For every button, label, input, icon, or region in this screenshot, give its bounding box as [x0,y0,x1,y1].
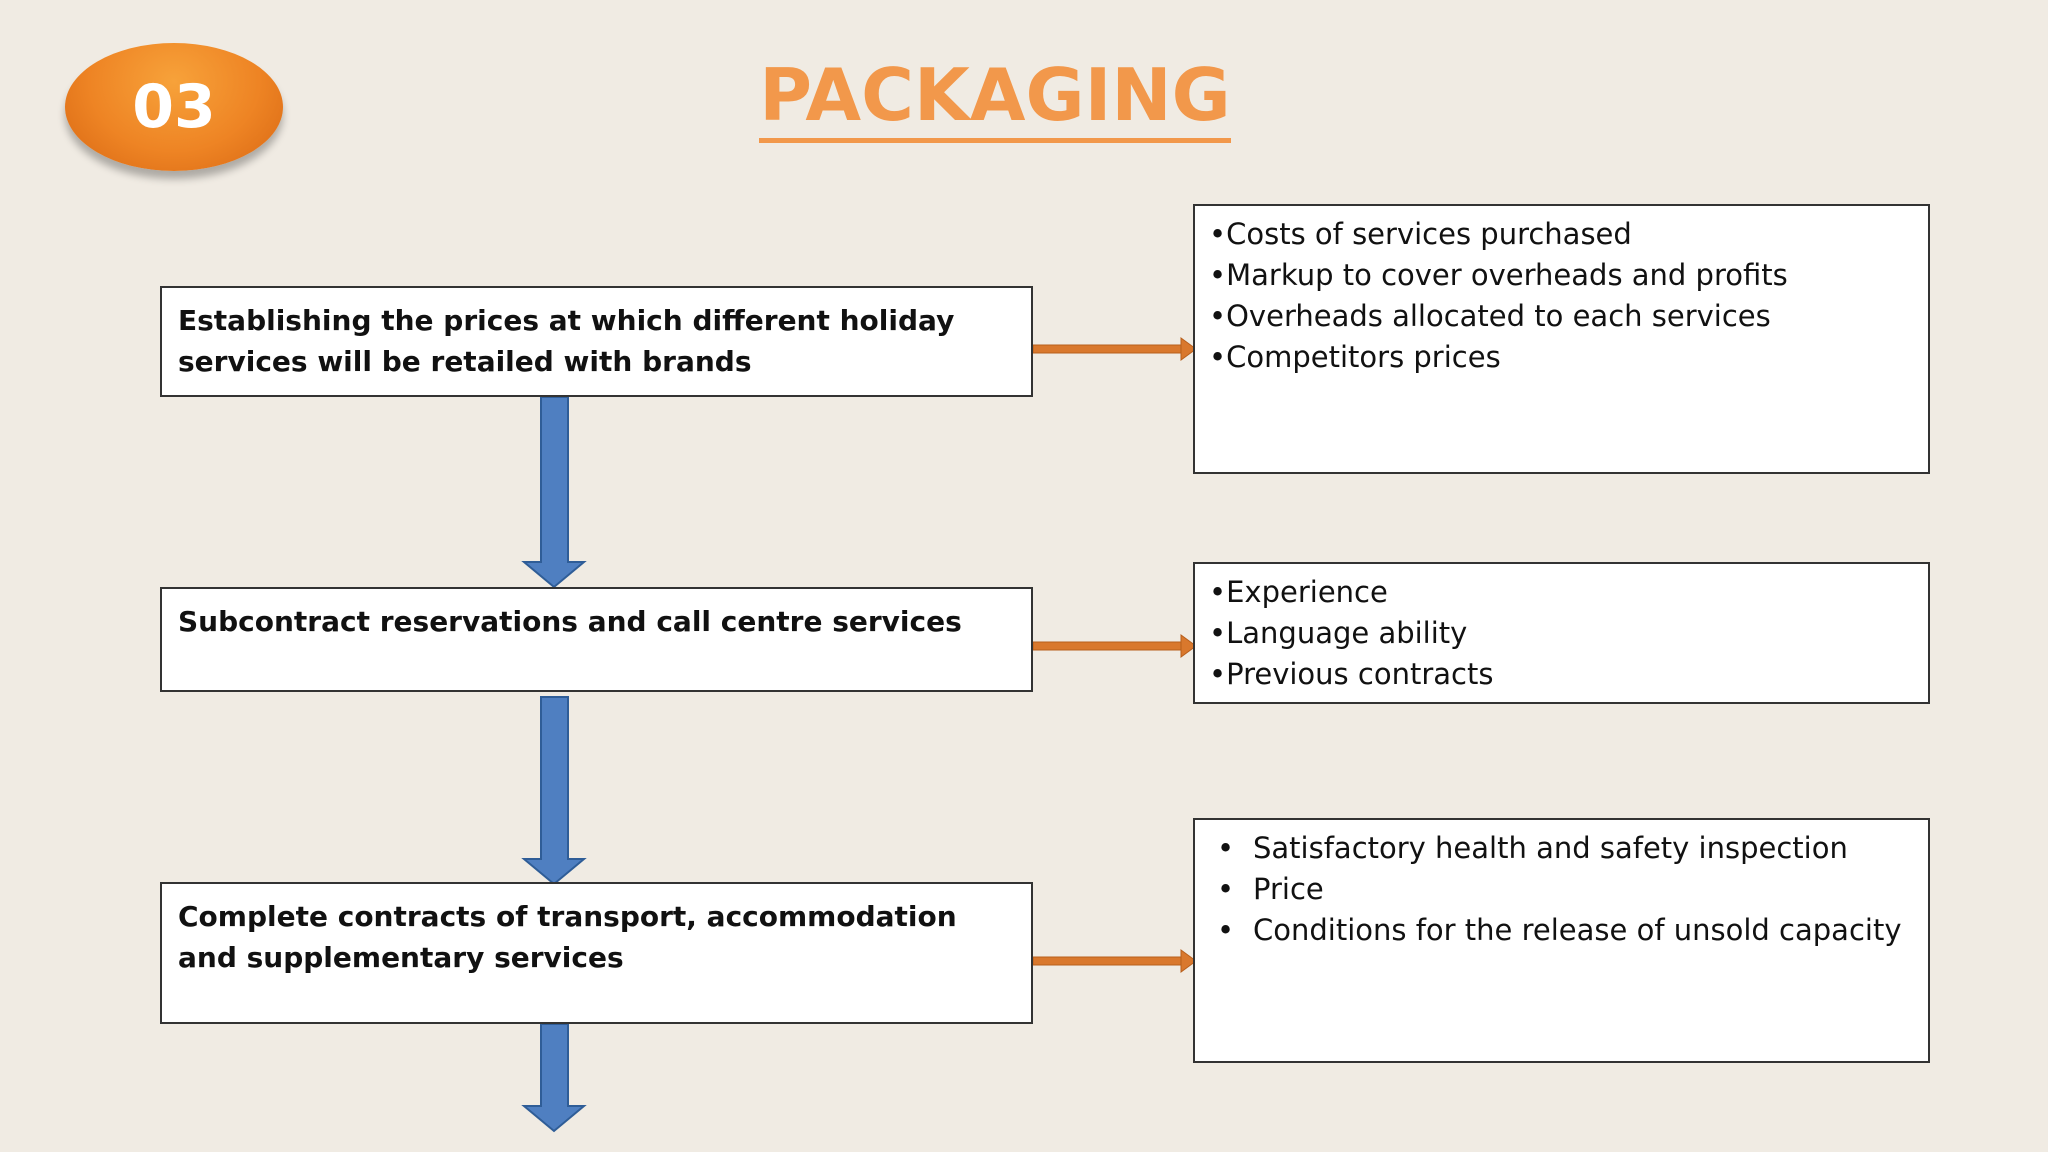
step-box-contracts: Complete contracts of transport, accommo… [160,882,1033,1024]
detail-item: Price [1217,869,1914,910]
detail-item: Competitors prices [1209,337,1914,378]
down-arrow-2 [521,696,587,886]
side-arrow-3 [1032,949,1197,973]
detail-item: Conditions for the release of unsold cap… [1217,910,1914,951]
detail-item: Overheads allocated to each services [1209,296,1914,337]
detail-item: Markup to cover overheads and profits [1209,255,1914,296]
step-label: Establishing the prices at which differe… [178,304,955,378]
detail-box-pricing-factors: Costs of services purchased Markup to co… [1193,204,1930,474]
slide-number-badge: 03 [65,43,283,171]
detail-item: Experience [1209,572,1914,613]
detail-list: Satisfactory health and safety inspectio… [1217,828,1914,951]
side-arrow-1 [1032,337,1197,361]
detail-list: Costs of services purchased Markup to co… [1209,214,1914,378]
step-box-pricing: Establishing the prices at which differe… [160,286,1033,397]
detail-box-contract-criteria: Satisfactory health and safety inspectio… [1193,818,1930,1063]
detail-box-subcontract-criteria: Experience Language ability Previous con… [1193,562,1930,704]
slide-title-text: PACKAGING [759,53,1231,143]
step-label: Subcontract reservations and call centre… [178,605,962,638]
detail-item: Previous contracts [1209,654,1914,695]
down-arrow-3 [521,1023,587,1133]
detail-list: Experience Language ability Previous con… [1209,572,1914,695]
side-arrow-2 [1032,634,1197,658]
detail-item: Satisfactory health and safety inspectio… [1217,828,1914,869]
down-arrow-1 [521,396,587,589]
step-label: Complete contracts of transport, accommo… [178,900,957,974]
slide-title: PACKAGING [0,50,1990,143]
detail-item: Costs of services purchased [1209,214,1914,255]
detail-item: Language ability [1209,613,1914,654]
slide-number: 03 [132,72,216,142]
step-box-subcontract: Subcontract reservations and call centre… [160,587,1033,692]
